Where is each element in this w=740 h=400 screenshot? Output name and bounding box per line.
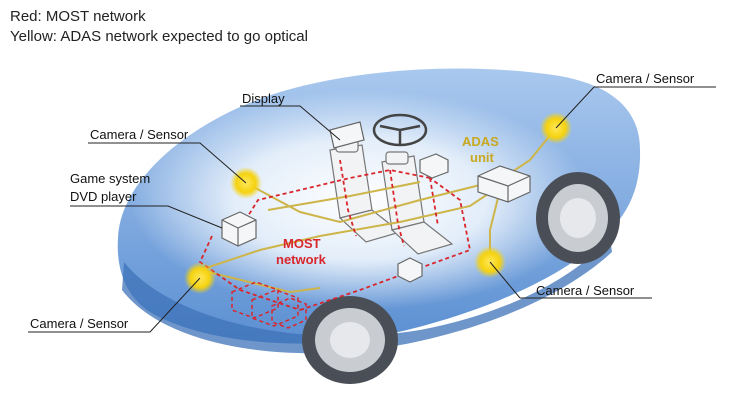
- adas-unit-label-2: unit: [470, 150, 494, 165]
- most-network-label-2: network: [276, 252, 327, 267]
- legend-adas: Yellow: ADAS network expected to go opti…: [10, 28, 308, 45]
- console-module: [419, 153, 449, 179]
- legend-most: Red: MOST network: [10, 8, 146, 25]
- label-camera-sensor-right-top: Camera / Sensor: [596, 71, 695, 86]
- front-wheel: [302, 296, 398, 384]
- adas-unit-label-1: ADAS: [462, 134, 499, 149]
- module-box: [397, 257, 423, 283]
- label-dvd-player: DVD player: [70, 189, 137, 204]
- rear-wheel: [536, 172, 620, 264]
- label-game-system: Game system: [70, 171, 151, 186]
- label-camera-sensor-left-bottom: Camera / Sensor: [30, 316, 129, 331]
- display-screen: [329, 121, 365, 149]
- trunk-modules: [231, 281, 307, 329]
- adas-network: [199, 127, 557, 294]
- most-network: [198, 159, 472, 311]
- callout-lines: [28, 86, 716, 333]
- label-display: Display: [242, 91, 285, 106]
- label-camera-sensor-left-top: Camera / Sensor: [90, 127, 189, 142]
- most-network-label-1: MOST: [283, 236, 321, 251]
- steering-wheel: [372, 113, 428, 147]
- adas-unit-box: [477, 165, 531, 203]
- label-camera-sensor-right-bottom: Camera / Sensor: [536, 283, 635, 298]
- dvd-player-box: [221, 211, 257, 247]
